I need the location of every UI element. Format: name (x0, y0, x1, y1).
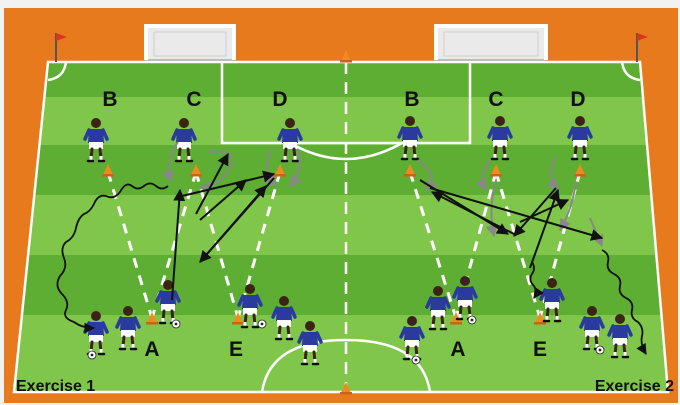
label-c-left: C (186, 88, 201, 111)
corner-flag-icon (636, 33, 648, 62)
ball-icon (467, 315, 477, 325)
pitch-lines (12, 60, 670, 394)
label-b-right: B (404, 88, 419, 111)
label-e-right: E (533, 338, 547, 361)
label-c-right: C (488, 88, 503, 111)
ball-icon (411, 355, 421, 365)
dribble-paths (56, 182, 647, 355)
ball-icon (87, 350, 97, 360)
ball-icon (257, 319, 267, 329)
label-a-left: A (144, 338, 159, 361)
label-d-left: D (272, 88, 287, 111)
corner-flag-icon (55, 33, 67, 62)
ball-icon (595, 345, 605, 355)
pass-arrows (171, 152, 604, 301)
label-d-right: D (570, 88, 585, 111)
ball-icon (171, 319, 181, 329)
goal-icon (144, 24, 236, 61)
label-b-left: B (102, 88, 117, 111)
label-e-left: E (229, 338, 243, 361)
pitch (14, 62, 668, 392)
label-a-right: A (450, 338, 465, 361)
goal-icon (434, 24, 548, 61)
caption-exercise-1: Exercise 1 (16, 378, 95, 395)
caption-exercise-2: Exercise 2 (595, 378, 674, 395)
